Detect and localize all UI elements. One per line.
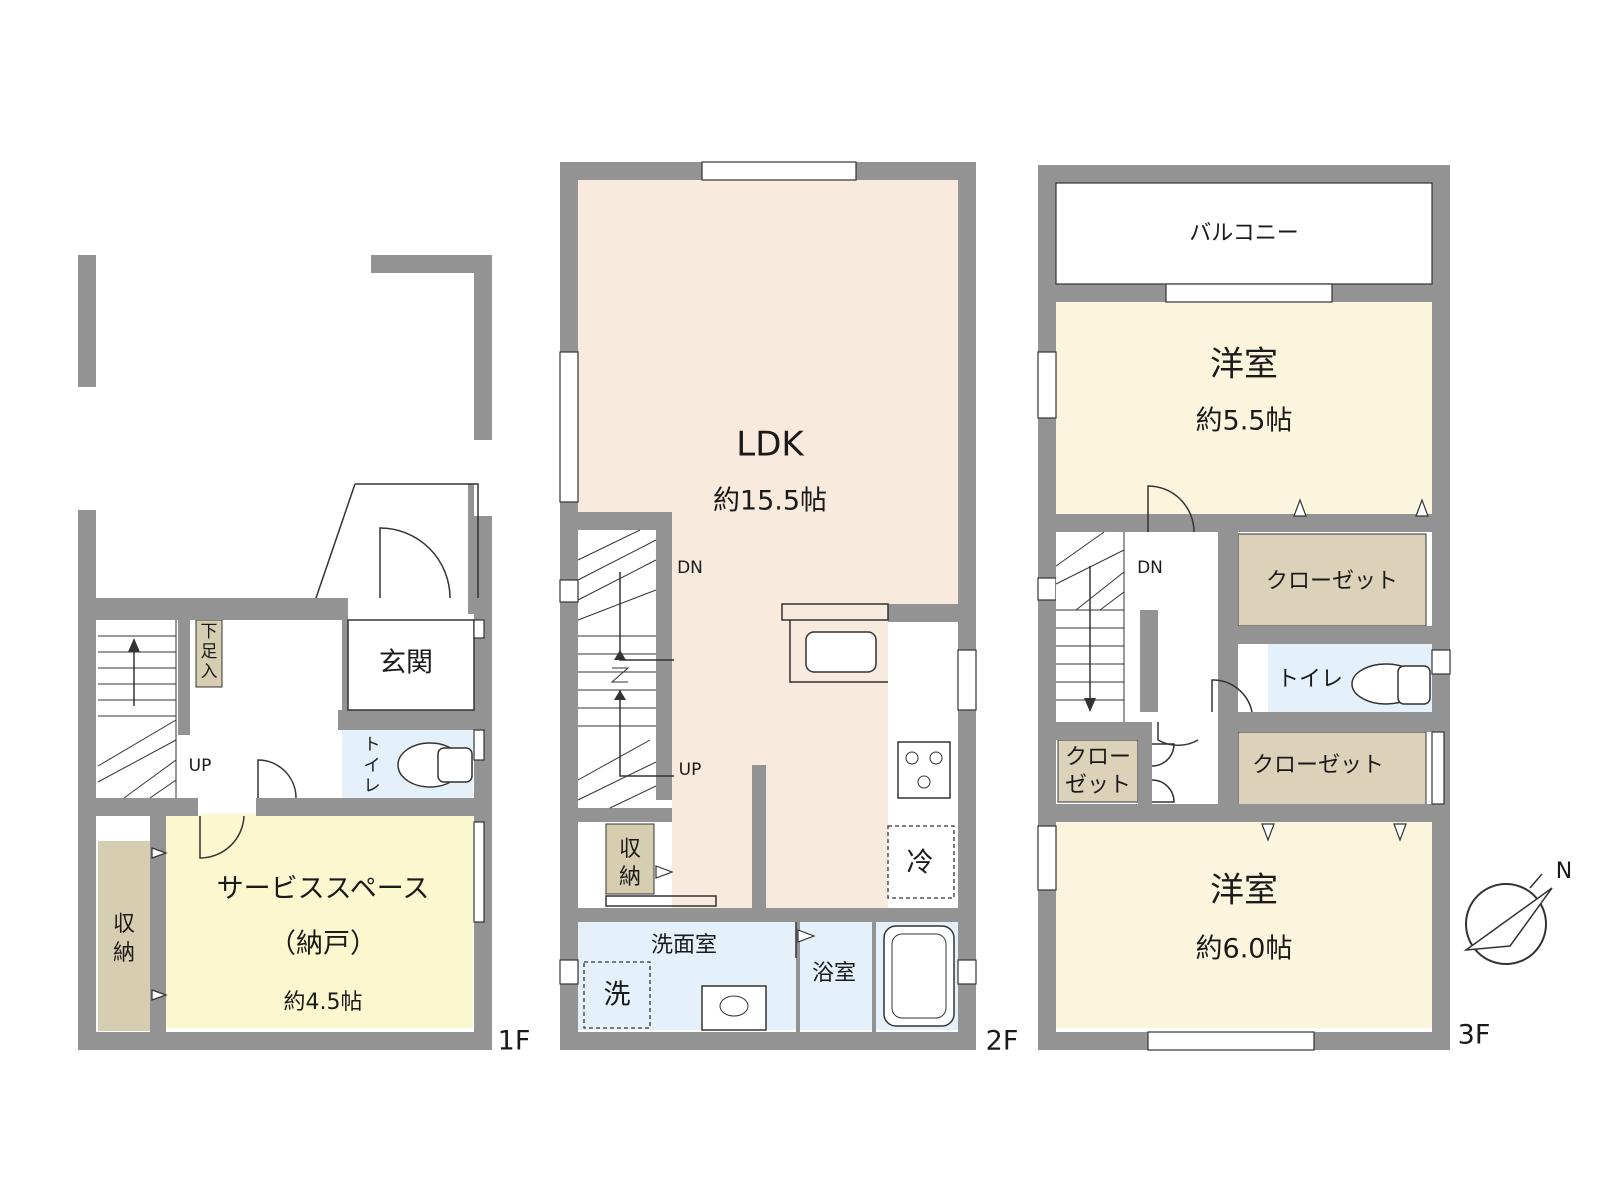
washbasin-icon bbox=[701, 985, 767, 1031]
storage-2f-fill bbox=[605, 823, 655, 895]
shoe-box-label-2: 足 bbox=[201, 642, 218, 662]
compass-icon: N bbox=[1463, 859, 1572, 965]
toilet-1f-label-1: ト bbox=[364, 735, 381, 755]
stairs-3f bbox=[1055, 531, 1140, 722]
bathtub-icon bbox=[883, 925, 955, 1027]
toilet-1f-label-2: イ bbox=[364, 756, 381, 776]
western-room-a-size: 約5.5帖 bbox=[1196, 406, 1293, 437]
stairs-1f bbox=[97, 620, 177, 799]
ldk-size: 約15.5帖 bbox=[713, 486, 827, 517]
shoe-box-label-3: 入 bbox=[201, 662, 218, 682]
western-room-b-size: 約6.0帖 bbox=[1196, 934, 1293, 965]
balcony-area bbox=[1055, 182, 1433, 285]
floor-3f-label: 3F bbox=[1458, 1020, 1491, 1051]
floor-2f: LDK 約15.5帖 DN UP 収 納 冷 洗面室 洗 浴室 2F bbox=[559, 161, 1019, 1057]
stairs-1f-up-label: UP bbox=[189, 756, 212, 776]
storage-1f-label-1: 収 bbox=[113, 912, 135, 937]
balcony-label: バルコニー bbox=[1189, 221, 1299, 246]
ldk-label: LDK bbox=[736, 425, 805, 465]
stairs-2f-up-label: UP bbox=[679, 760, 702, 780]
storage-2f-label-2: 納 bbox=[619, 865, 641, 890]
western-room-b-label: 洋室 bbox=[1210, 871, 1278, 911]
stairs-2f-dn-label: DN bbox=[677, 558, 703, 578]
bathroom-label: 浴室 bbox=[812, 961, 856, 986]
fridge-area bbox=[887, 825, 955, 899]
washer-label: 洗 bbox=[604, 980, 631, 1011]
stove-icon bbox=[897, 741, 951, 799]
toilet-tank-3f-icon bbox=[1397, 665, 1431, 705]
genkan-label: 玄関 bbox=[379, 648, 433, 679]
service-space-label: サービススペース bbox=[217, 874, 430, 905]
toilet-1f-label-3: レ bbox=[364, 776, 381, 796]
floor-3f: バルコニー 洋室 約5.5帖 クローゼット DN トイレ クロー ゼット クロー… bbox=[1037, 165, 1491, 1051]
genkan-area bbox=[347, 619, 475, 711]
compass-north-label: N bbox=[1556, 859, 1572, 884]
floor-1f-label: 1F bbox=[498, 1026, 531, 1057]
closet-a-label: クローゼット bbox=[1266, 569, 1398, 594]
sink-icon bbox=[805, 631, 877, 673]
floor-1f: 玄関 下 足 入 ト イ レ UP サービススペース （納戸） 約4.5帖 収 … bbox=[78, 255, 530, 1057]
washroom-label: 洗面室 bbox=[651, 933, 717, 958]
western-room-a-label: 洋室 bbox=[1210, 345, 1278, 385]
storage-1f-label-2: 納 bbox=[113, 941, 135, 966]
western-room-a-fill bbox=[1056, 302, 1432, 514]
ldk-fill bbox=[578, 180, 958, 908]
toilet-tank-1f-icon bbox=[437, 747, 473, 783]
closet-b-label: クローゼット bbox=[1252, 753, 1384, 778]
fridge-label: 冷 bbox=[907, 848, 934, 879]
service-space-sub-label: （納戸） bbox=[269, 929, 377, 960]
toilet-3f-label: トイレ bbox=[1277, 667, 1343, 692]
closet-a-fill bbox=[1237, 533, 1427, 627]
service-space-size: 約4.5帖 bbox=[284, 990, 363, 1015]
stairs-2f bbox=[577, 529, 674, 809]
shoe-box-label-1: 下 bbox=[201, 622, 218, 642]
floor-2f-label: 2F bbox=[986, 1026, 1019, 1057]
closet-small-label-1: クロー bbox=[1065, 745, 1131, 770]
stairs-3f-dn-label: DN bbox=[1137, 558, 1163, 578]
closet-small-label-2: ゼット bbox=[1065, 773, 1131, 798]
storage-2f-label-1: 収 bbox=[619, 837, 641, 862]
service-space-fill bbox=[166, 814, 473, 1028]
storage-1f-fill bbox=[98, 841, 150, 1031]
western-room-b-fill bbox=[1056, 822, 1432, 1028]
